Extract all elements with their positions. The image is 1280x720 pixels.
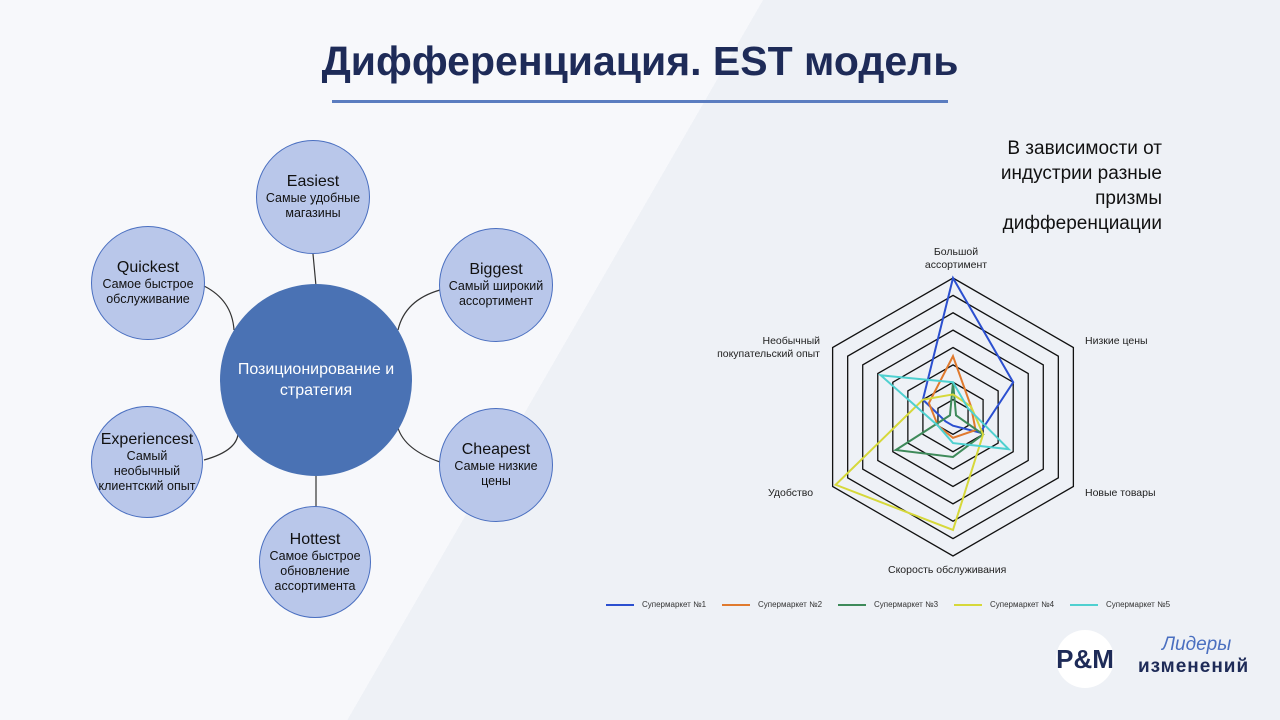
- legend-label: Супермаркет №3: [874, 600, 939, 609]
- node-title: Hottest: [289, 530, 341, 548]
- legend-label: Супермаркет №5: [1106, 600, 1171, 609]
- node-title: Cheapest: [461, 441, 531, 458]
- legend: Супермаркет №1 Супермаркет №2 Супермаркет …: [606, 600, 1186, 609]
- grid-ring: [892, 346, 1014, 488]
- title-underline: [332, 100, 948, 103]
- node-subtitle: Самое быстрое обновление ассортимента: [269, 548, 361, 593]
- node-title: Quickest: [116, 259, 180, 276]
- grid-ring: [847, 294, 1059, 540]
- radar-chart: [831, 275, 1075, 557]
- legend-swatch: [606, 603, 634, 606]
- legend-swatch: [838, 603, 866, 606]
- legend-item: Супермаркет №3: [838, 600, 954, 609]
- legend-swatch: [722, 603, 750, 606]
- node-title: Experiencest: [100, 430, 194, 448]
- axis-label: Скорость обслуживания: [888, 564, 1007, 576]
- pm-logo: P&M: [1056, 630, 1114, 688]
- node-title: Biggest: [469, 261, 523, 278]
- legend-swatch: [1070, 603, 1098, 606]
- legend-label: Супермаркет №4: [990, 600, 1055, 609]
- node-subtitle: Самый широкий ассортимент: [448, 279, 544, 308]
- node-title: Easiest: [286, 173, 340, 190]
- axis-label: Низкие цены: [1085, 335, 1148, 347]
- legend-label: Супермаркет №2: [758, 600, 823, 609]
- legend-item: Супермаркет №4: [954, 600, 1070, 609]
- node-subtitle: Самые удобные магазины: [265, 191, 361, 220]
- legend-item: Супермаркет №2: [722, 600, 838, 609]
- page-title: Дифференциация. EST модель: [321, 38, 959, 84]
- legend-label: Супермаркет №1: [642, 600, 707, 609]
- axis-label: Большой ассортимент: [924, 246, 988, 271]
- node-subtitle: Самые низкие цены: [454, 459, 538, 488]
- grid-ring: [877, 329, 1029, 505]
- legend-item: Супермаркет №1: [606, 600, 722, 609]
- axis-label: Новые товары: [1085, 487, 1156, 499]
- grid-ring: [862, 311, 1044, 523]
- node-subtitle: Самый необычный клиентский опыт: [98, 448, 196, 493]
- series-3: [892, 382, 985, 459]
- legend-item: Супермаркет №5: [1070, 600, 1186, 609]
- grid-ring: [831, 277, 1075, 557]
- axis-label: Удобство: [768, 487, 814, 499]
- center-circle: Позиционирование и стратегия: [220, 284, 412, 476]
- legend-swatch: [954, 603, 982, 606]
- axis-label: Необычный покупательский опыт: [717, 335, 820, 360]
- grid-ring: [907, 364, 999, 470]
- note-text: В зависимости от индустрии разные призмы…: [1000, 138, 1162, 234]
- series-5: [877, 374, 1012, 451]
- node-subtitle: Самое быстрое обслуживание: [102, 277, 194, 306]
- series-4: [833, 393, 985, 532]
